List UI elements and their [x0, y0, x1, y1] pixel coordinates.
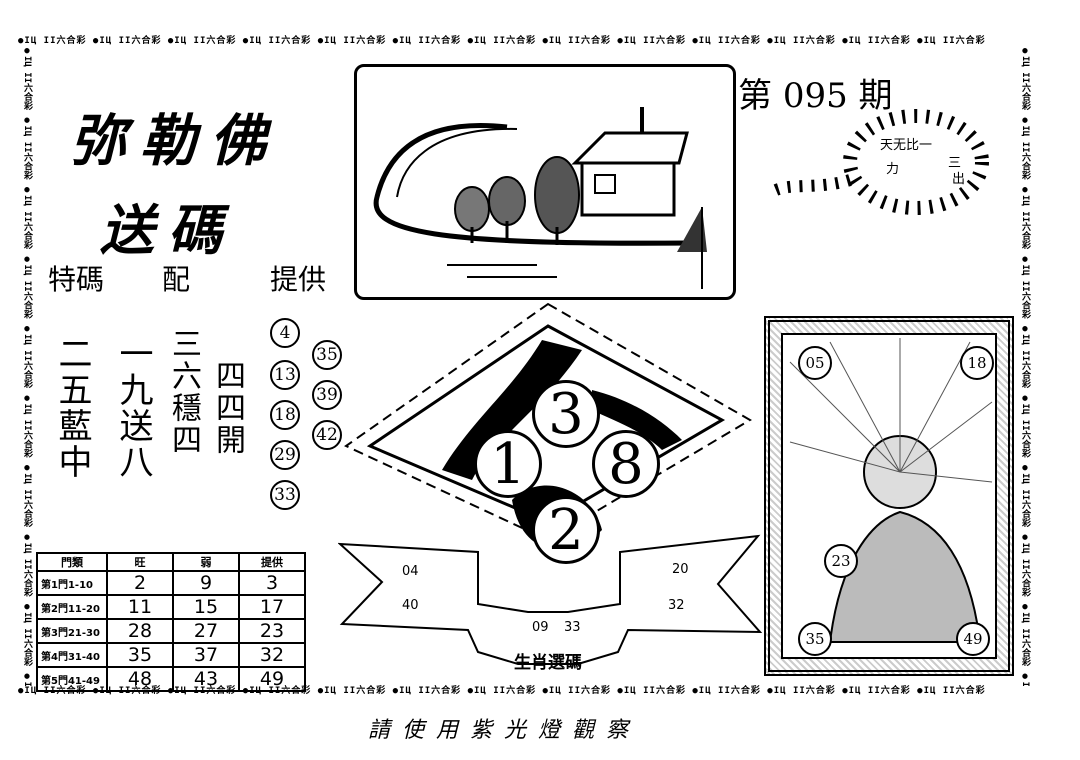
title-line2: 送碼: [100, 198, 236, 262]
column-1: 二五藍中: [52, 336, 92, 480]
cell-ruo: 43: [172, 666, 240, 692]
diamond-number: 3: [532, 380, 600, 448]
ribbon-label: 生肖選碼: [514, 653, 582, 673]
diamond-number: 8: [592, 430, 660, 498]
landscape-picture: [354, 64, 736, 300]
beads-drawing: [768, 109, 989, 215]
circled-number: 18: [270, 400, 300, 430]
ribbon-number: 32: [668, 598, 685, 613]
circled-number: 29: [270, 440, 300, 470]
number-diamond: 3 1 8 2: [342, 300, 754, 570]
table-row: 第3門21-30 28 27 23: [36, 618, 306, 644]
beads-text-right: 三: [948, 156, 962, 171]
cell-ruo: 27: [172, 618, 240, 644]
table-row: 第1門1-10 2 9 3: [36, 570, 306, 596]
row-label: 第5門41-49: [36, 666, 108, 692]
table-row: 第5門41-49 48 43 49: [36, 666, 306, 692]
column-4: 四四開: [210, 360, 245, 456]
issue-prefix: 第: [738, 76, 772, 116]
issue-suffix: 期: [858, 76, 893, 116]
beads-text-top: 天无比一: [880, 138, 933, 153]
circled-number: 13: [270, 360, 300, 390]
table-header: 門類: [36, 552, 108, 572]
diamond-number: 2: [532, 496, 600, 564]
buddha-number: 23: [824, 544, 858, 578]
cell-wang: 48: [106, 666, 174, 692]
ribbon-shape: [337, 534, 763, 665]
bottom-border-pattern: ●IЦ II六合彩 ●IЦ II六合彩 ●IЦ II六合彩 ●IЦ II六合彩 …: [18, 686, 986, 696]
cell-ruo: 15: [172, 594, 240, 620]
footer-note: 請使用紫光燈觀察: [368, 718, 641, 743]
cell-tigong: 23: [238, 618, 306, 644]
ribbon-number: 20: [672, 562, 689, 577]
beads-text-mid: 力: [886, 162, 900, 177]
circled-number: 33: [270, 480, 300, 510]
cell-wang: 35: [106, 642, 174, 668]
cell-ruo: 9: [172, 570, 240, 596]
prayer-beads: 天无比一 力 三 出: [768, 100, 998, 230]
row-label: 第4門31-40: [36, 642, 108, 668]
house-trees-drawing: [373, 107, 707, 289]
subtitle-pei: 配: [162, 263, 191, 296]
buddha-number: 49: [956, 622, 990, 656]
circled-number: 39: [312, 380, 342, 410]
issue-number: 095: [782, 76, 848, 116]
subtitle-tigong: 提供: [270, 263, 327, 296]
buddha-picture: 05 18 23 35 49: [764, 316, 1014, 676]
ribbon-number: 40: [402, 598, 419, 613]
circled-number: 4: [270, 318, 300, 348]
row-label: 第3門21-30: [36, 618, 108, 644]
ribbon-number: 33: [564, 620, 581, 635]
column-2: 一九送八: [113, 336, 153, 480]
beads-text-bottom: 出: [952, 172, 966, 187]
column-3: 三六穩四: [166, 328, 201, 456]
cell-tigong: 3: [238, 570, 306, 596]
table-row: 第4門31-40 35 37 32: [36, 642, 306, 668]
ribbon-number: 09: [532, 620, 549, 635]
row-label: 第2門11-20: [36, 594, 108, 620]
cell-wang: 2: [106, 570, 174, 596]
subtitle-tema: 特碼: [48, 263, 105, 296]
right-border-pattern: ●IЦ II六合彩 ●IЦ II六合彩 ●IЦ II六合彩 ●IЦ II六合彩 …: [1020, 46, 1030, 686]
table-header: 旺: [106, 552, 174, 572]
cell-ruo: 37: [172, 642, 240, 668]
row-label: 第1門1-10: [36, 570, 108, 596]
stats-table: 門類 旺 弱 提供 第1門1-10 2 9 3 第2門11-20 11 15 1…: [36, 552, 306, 692]
issue-label: 第 095 期: [738, 68, 893, 117]
stats-table-wrap: 門類 旺 弱 提供 第1門1-10 2 9 3 第2門11-20 11 15 1…: [36, 552, 306, 692]
cell-wang: 28: [106, 618, 174, 644]
circled-number: 42: [312, 420, 342, 450]
cell-tigong: 17: [238, 594, 306, 620]
table-row: 第2門11-20 11 15 17: [36, 594, 306, 620]
zodiac-ribbon: 04 40 09 33 20 32 生肖選碼: [337, 534, 763, 674]
cell-tigong: 49: [238, 666, 306, 692]
table-header: 提供: [238, 552, 306, 572]
table-header: 弱: [172, 552, 240, 572]
buddha-number: 35: [798, 622, 832, 656]
buddha-number: 18: [960, 346, 994, 380]
top-border-pattern: ●IЦ II六合彩 ●IЦ II六合彩 ●IЦ II六合彩 ●IЦ II六合彩 …: [18, 36, 986, 46]
cell-tigong: 32: [238, 642, 306, 668]
buddha-number: 05: [798, 346, 832, 380]
table-header-row: 門類 旺 弱 提供: [36, 552, 306, 572]
left-border-pattern: ●IЦ II六合彩 ●IЦ II六合彩 ●IЦ II六合彩 ●IЦ II六合彩 …: [22, 46, 32, 686]
ribbon-number: 04: [402, 564, 419, 579]
title-line1: 弥勒佛: [70, 108, 280, 174]
circled-number: 35: [312, 340, 342, 370]
cell-wang: 11: [106, 594, 174, 620]
buddha-drawing: [781, 333, 997, 659]
diamond-number: 1: [474, 430, 542, 498]
